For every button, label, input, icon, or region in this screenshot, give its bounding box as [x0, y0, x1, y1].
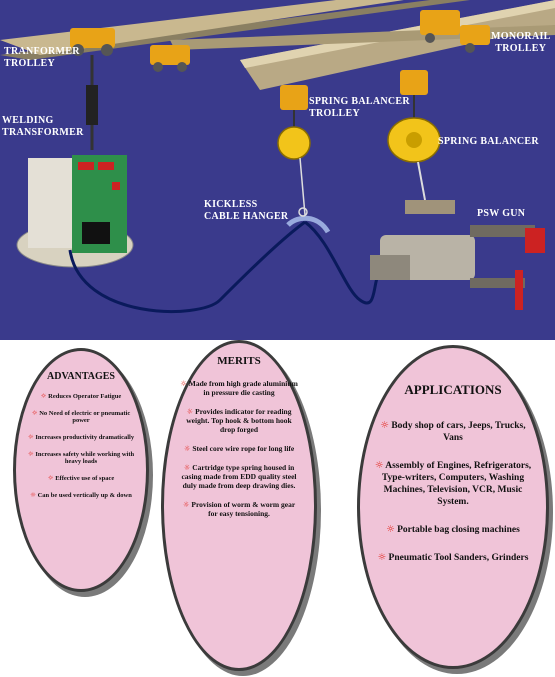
sun-bullet-icon: ☼	[40, 392, 47, 400]
sun-bullet-icon: ☼	[374, 460, 384, 471]
applications-panel: APPLICATIONS ☼ Body shop of cars, Jeeps,…	[357, 345, 549, 669]
label-monorail-trolley: MONORAIL TROLLEY	[491, 31, 551, 54]
transformer-trolley-icon	[70, 28, 115, 56]
welding-transformer-icon	[16, 55, 134, 268]
sun-bullet-icon: ☼	[27, 433, 34, 441]
list-item: ☼ Steel core wire rope for long life	[183, 444, 295, 453]
list-item: ☼ Increases productivity dramatically	[27, 433, 135, 441]
list-item: ☼ Body shop of cars, Jeeps, Trucks, Vans	[380, 420, 526, 443]
list-item: ☼ Can be used vertically up & down	[30, 491, 132, 499]
label-kickless-cable-hanger: KICKLESS CABLE HANGER	[204, 199, 289, 222]
trolley-icon-2	[150, 45, 190, 72]
sun-bullet-icon: ☼	[186, 407, 194, 416]
sun-bullet-icon: ☼	[47, 474, 54, 482]
sun-bullet-icon: ☼	[27, 450, 34, 458]
label-welding-transformer: WELDING TRANSFORMER	[2, 115, 84, 138]
spring-balancer-trolley-icon	[280, 70, 428, 128]
sun-bullet-icon: ☼	[386, 524, 395, 535]
rail-shadow	[0, 0, 470, 60]
sun-bullet-icon: ☼	[31, 409, 38, 417]
list-item: ☼ Pneumatic Tool Sanders, Grinders	[377, 552, 529, 563]
sun-bullet-icon: ☼	[183, 444, 191, 453]
sun-bullet-icon: ☼	[183, 463, 191, 472]
monorail-trolley-icon	[420, 10, 490, 53]
list-item: ☼ Portable bag closing machines	[386, 524, 520, 535]
list-item: ☼ Provision of worm & worm gear for easy…	[182, 500, 296, 518]
list-item: ☼ Made from high grade aluminium in pres…	[180, 379, 298, 397]
merits-title: MERITS	[217, 355, 261, 367]
label-spring-balancer: SPRING BALANCER	[438, 136, 539, 147]
sun-bullet-icon: ☼	[377, 552, 387, 563]
merits-panel: MERITS ☼ Made from high grade aluminium …	[161, 340, 317, 671]
cable-line	[68, 220, 306, 313]
list-item: ☼ Cartridge type spring housed in casing…	[181, 463, 297, 490]
sun-bullet-icon: ☼	[380, 420, 389, 431]
label-psw-gun: PSW GUN	[477, 208, 526, 219]
kickless-cable-hanger-icon	[286, 207, 331, 234]
spring-balancer-icon	[277, 117, 441, 216]
list-item: ☼ Increases safety while working with he…	[27, 450, 135, 465]
list-item: ☼ No Need of electric or pneumatic power	[31, 409, 131, 424]
sun-bullet-icon: ☼	[180, 379, 187, 388]
list-item: ☼ Provides indicator for reading weight.…	[186, 407, 292, 434]
product-illustration: TRANFORMER TROLLEY WELDING TRANSFORMER M…	[0, 0, 555, 340]
applications-title: APPLICATIONS	[404, 382, 502, 397]
crane-system-illustration	[0, 0, 555, 313]
label-transformer-trolley: TRANFORMER TROLLEY	[4, 46, 80, 69]
psw-gun-icon	[370, 200, 545, 310]
list-item: ☼ Reduces Operator Fatigue	[40, 392, 122, 400]
sun-bullet-icon: ☼	[30, 491, 36, 499]
label-spring-balancer-trolley: SPRING BALANCER TROLLEY	[309, 96, 410, 119]
advantages-panel: ADVANTAGES ☼ Reduces Operator Fatigue ☼ …	[13, 348, 149, 592]
advantages-title: ADVANTAGES	[47, 371, 115, 382]
list-item: ☼ Assembly of Engines, Refrigerators, Ty…	[374, 460, 532, 507]
sun-bullet-icon: ☼	[182, 500, 190, 509]
list-item: ☼ Effective use of space	[47, 474, 115, 482]
